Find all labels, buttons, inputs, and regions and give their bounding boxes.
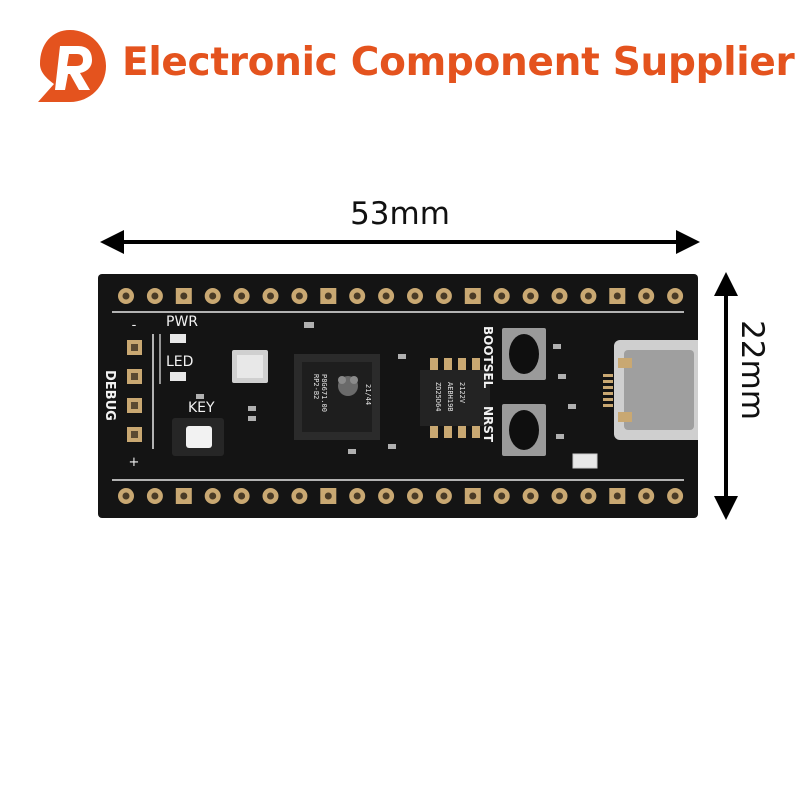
mcu-marking-1: RP2-B2 bbox=[312, 374, 320, 399]
pin-hole bbox=[353, 292, 361, 300]
pin-hole bbox=[671, 492, 679, 500]
debug-label: DEBUG bbox=[102, 370, 117, 421]
page-title: Electronic Component Supplier bbox=[122, 40, 795, 85]
pin-hole bbox=[556, 292, 563, 300]
pin-hole bbox=[209, 292, 217, 300]
pin-hole bbox=[122, 492, 130, 500]
pin-hole bbox=[382, 292, 390, 300]
pin-hole bbox=[613, 492, 621, 500]
pin-hole bbox=[642, 492, 650, 500]
led-label: LED bbox=[166, 354, 193, 370]
pin-hole bbox=[238, 492, 246, 500]
top-pin-header bbox=[118, 288, 684, 304]
pin-hole bbox=[151, 492, 159, 500]
pin-hole bbox=[295, 492, 303, 500]
pin-hole bbox=[209, 492, 217, 500]
debug-plus-label: + bbox=[129, 455, 140, 470]
status-led bbox=[170, 372, 186, 381]
pin-hole bbox=[267, 492, 274, 500]
pin-hole bbox=[151, 292, 159, 300]
pin-hole bbox=[584, 292, 592, 300]
bottom-pin-header bbox=[118, 488, 684, 504]
pin-hole bbox=[122, 292, 130, 300]
pin-hole bbox=[353, 492, 361, 500]
nrst-label: NRST bbox=[481, 406, 495, 443]
flash-chip bbox=[420, 358, 490, 438]
pin-hole bbox=[527, 492, 535, 500]
nrst-button bbox=[502, 404, 546, 456]
height-dimension-label: 22mm bbox=[734, 320, 770, 420]
pin-hole bbox=[671, 292, 679, 300]
pin-hole bbox=[469, 492, 477, 500]
key-button bbox=[186, 426, 212, 448]
pin-hole bbox=[527, 292, 535, 300]
pin-hole bbox=[295, 292, 303, 300]
key-label: KEY bbox=[188, 400, 215, 416]
pin-hole bbox=[440, 292, 448, 300]
mcu-chip bbox=[294, 354, 380, 440]
pin-hole bbox=[498, 492, 506, 500]
pin-hole bbox=[584, 492, 592, 500]
usb-c-port bbox=[603, 340, 698, 440]
pcb-board: - + DEBUG PWR LED KEY RP2-B2 21/44 P8G67… bbox=[98, 274, 698, 518]
pin-hole bbox=[382, 492, 390, 500]
pin-hole bbox=[642, 292, 650, 300]
pcb-body bbox=[98, 274, 698, 518]
pin-hole bbox=[267, 292, 274, 300]
flash-marking-3: 2122V bbox=[458, 382, 466, 404]
pin-hole bbox=[180, 292, 188, 300]
pwr-led bbox=[170, 334, 186, 343]
flash-marking-2: AEBH19B bbox=[446, 382, 454, 412]
pwr-label: PWR bbox=[166, 314, 198, 330]
pin-hole bbox=[469, 292, 477, 300]
pin-hole bbox=[324, 492, 332, 500]
mcu-marking-2: 21/44 bbox=[364, 384, 372, 405]
pin-hole bbox=[440, 492, 448, 500]
pin-hole bbox=[411, 492, 419, 500]
pin-hole bbox=[324, 292, 332, 300]
debug-header bbox=[127, 334, 154, 449]
smd-component bbox=[572, 453, 598, 469]
debug-minus-label: - bbox=[132, 318, 137, 333]
pin-hole bbox=[498, 292, 506, 300]
pin-hole bbox=[238, 292, 246, 300]
brand-logo bbox=[38, 30, 106, 102]
width-dimension-label: 53mm bbox=[350, 196, 450, 232]
pin-hole bbox=[180, 492, 188, 500]
mcu-marking-3: P8G671.00 bbox=[320, 374, 328, 412]
bootsel-button bbox=[502, 328, 546, 380]
flash-marking-1: ZD25D64 bbox=[434, 382, 442, 412]
pin-hole bbox=[556, 492, 563, 500]
pin-hole bbox=[411, 292, 419, 300]
bootsel-label: BOOTSEL bbox=[481, 326, 495, 389]
pin-hole bbox=[613, 292, 621, 300]
